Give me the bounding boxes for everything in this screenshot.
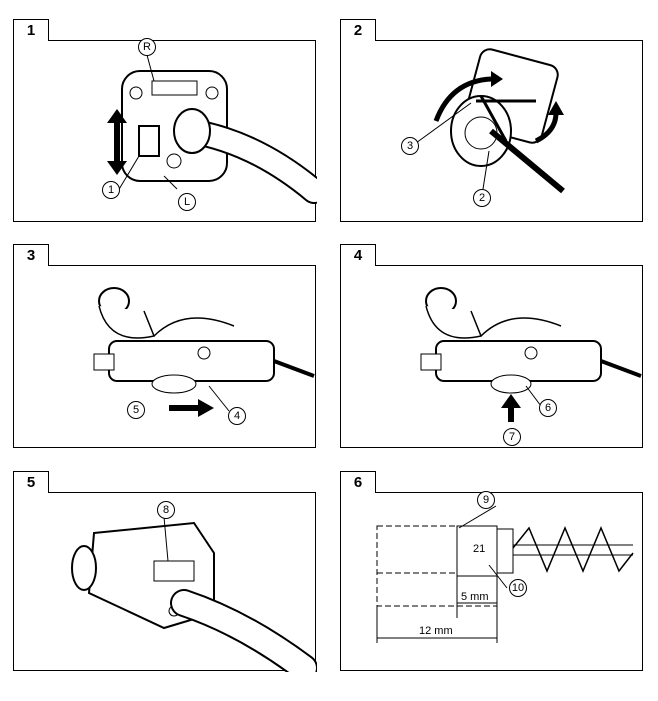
callout-8: 8: [157, 501, 175, 519]
callout-4: 4: [228, 407, 246, 425]
figure-5-panel: 5 8: [13, 471, 317, 672]
callout-9: 9: [477, 491, 495, 509]
dimension-12mm: 12 mm: [419, 625, 453, 637]
callout-7: 7: [503, 428, 521, 446]
callout-1: 1: [102, 181, 120, 199]
angle-label: 21: [473, 543, 486, 555]
figure-5-number: 5: [13, 471, 49, 493]
figure-6-panel: 6 9 10 21 5 mm 12 mm: [340, 471, 643, 671]
figure-4-panel: 4 6 7: [340, 244, 643, 448]
figure-1-number: 1: [13, 19, 49, 41]
figure-2-panel: 2 3 2: [340, 19, 643, 222]
figure-3-number: 3: [13, 244, 49, 266]
figure-6-number: 6: [340, 471, 376, 493]
callout-10: 10: [509, 579, 527, 597]
figure-3-panel: 3 5 4: [13, 244, 316, 448]
callout-2: 2: [473, 189, 491, 207]
callout-3: 3: [401, 137, 419, 155]
figure-3-drawing: [93, 287, 315, 417]
reverse-mark-r: R: [138, 38, 156, 56]
left-mark-l: L: [178, 193, 196, 211]
figure-5-drawing: [71, 516, 317, 672]
figure-1-panel: 1 R L 1: [13, 19, 317, 222]
figure-2-drawing: [415, 48, 565, 194]
figure-1-drawing: [107, 54, 317, 204]
callout-5: 5: [127, 401, 145, 419]
figure-4-drawing: [420, 287, 642, 422]
callout-6: 6: [539, 399, 557, 417]
figure-2-number: 2: [340, 19, 376, 41]
dimension-5mm: 5 mm: [461, 591, 489, 603]
figure-6-drawing: [376, 505, 634, 643]
figure-4-number: 4: [340, 244, 376, 266]
